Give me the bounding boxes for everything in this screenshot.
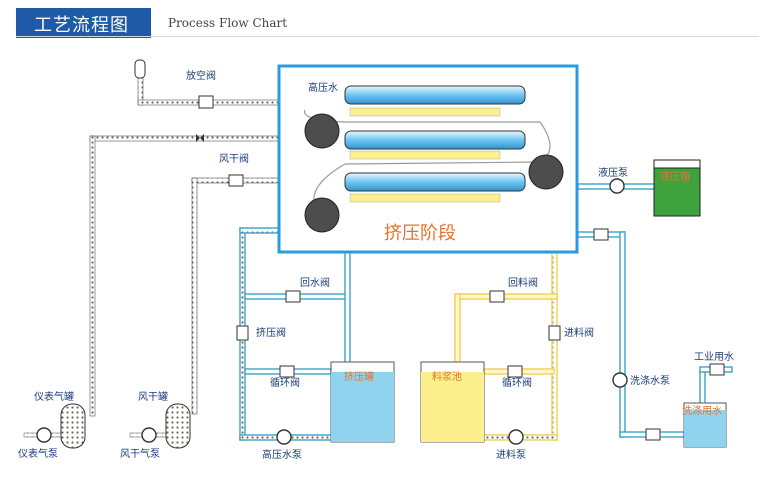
feed-valve-symbol[interactable] — [548, 325, 561, 341]
hydraulic-line-valve-symbol[interactable] — [593, 228, 609, 241]
wash-tank — [683, 402, 727, 448]
label-high-pressure-pump: 高压水泵 — [262, 448, 302, 461]
label-press-tank: 挤压罐 — [344, 370, 374, 383]
label-vent-valve: 放空阀 — [186, 69, 216, 82]
label-feed-pump: 进料泵 — [496, 448, 526, 461]
label-circulation-valve-left: 循环阀 — [270, 376, 300, 389]
label-return-water-valve: 回水阀 — [300, 276, 330, 289]
label-wash-tank: 洗涤用水 — [682, 404, 722, 417]
feed-pump-symbol[interactable] — [508, 429, 524, 445]
slurry-tank — [420, 361, 485, 443]
header-divider — [16, 36, 759, 37]
press-stage-box — [277, 64, 579, 254]
label-slurry-tank: 料浆池 — [432, 370, 462, 383]
hydraulic-pump-symbol[interactable] — [609, 178, 625, 194]
wash-pump-symbol[interactable] — [612, 372, 628, 388]
press-tank — [330, 361, 395, 443]
wash-line-valve-symbol[interactable] — [645, 428, 661, 441]
label-air-dry-pump: 风干气泵 — [120, 447, 160, 460]
vent-valve-symbol[interactable] — [198, 95, 214, 109]
page-subtitle: Process Flow Chart — [168, 16, 288, 30]
high-pressure-pump-symbol[interactable] — [276, 429, 292, 445]
industrial-water-valve-symbol[interactable] — [709, 363, 725, 376]
label-press-stage: 挤压阶段 — [384, 223, 456, 244]
air-dry-valve-symbol[interactable] — [228, 174, 244, 187]
header-bar — [16, 8, 151, 38]
label-hydraulic-tank: 液压箱 — [660, 170, 690, 183]
water-pipes-right — [577, 183, 733, 438]
air-dry-pump-symbol[interactable] — [141, 427, 157, 443]
instrument-air-tank-vessel — [60, 403, 86, 449]
label-circulation-valve-right: 循环阀 — [502, 376, 532, 389]
return-material-valve-symbol[interactable] — [489, 290, 505, 303]
instrument-air-pump-symbol[interactable] — [36, 427, 52, 443]
label-return-material-valve: 回料阀 — [508, 276, 538, 289]
label-press-valve: 挤压阀 — [256, 326, 286, 339]
label-air-dry-valve: 风干阀 — [219, 152, 249, 165]
label-instrument-air-pump: 仪表气泵 — [18, 447, 58, 460]
circulation-valve-right-symbol[interactable] — [507, 365, 523, 378]
label-hydraulic-pump: 液压泵 — [598, 166, 628, 179]
check-valve-symbol[interactable] — [196, 134, 204, 142]
vent-cap — [134, 59, 146, 79]
air-dry-tank-vessel — [165, 403, 191, 449]
circulation-valve-left-symbol[interactable] — [279, 365, 295, 378]
label-air-dry-tank: 风干罐 — [138, 390, 168, 403]
label-wash-pump: 洗涤水泵 — [630, 374, 670, 387]
page-title: 工艺流程图 — [34, 15, 129, 36]
label-high-pressure-water: 高压水 — [308, 81, 338, 94]
hydraulic-tank — [653, 159, 701, 217]
press-valve-symbol[interactable] — [236, 325, 249, 341]
label-industrial-water: 工业用水 — [694, 351, 734, 363]
return-water-valve-symbol[interactable] — [285, 290, 301, 303]
label-feed-valve: 进料阀 — [564, 326, 594, 339]
label-instrument-air-tank: 仪表气罐 — [34, 390, 74, 403]
